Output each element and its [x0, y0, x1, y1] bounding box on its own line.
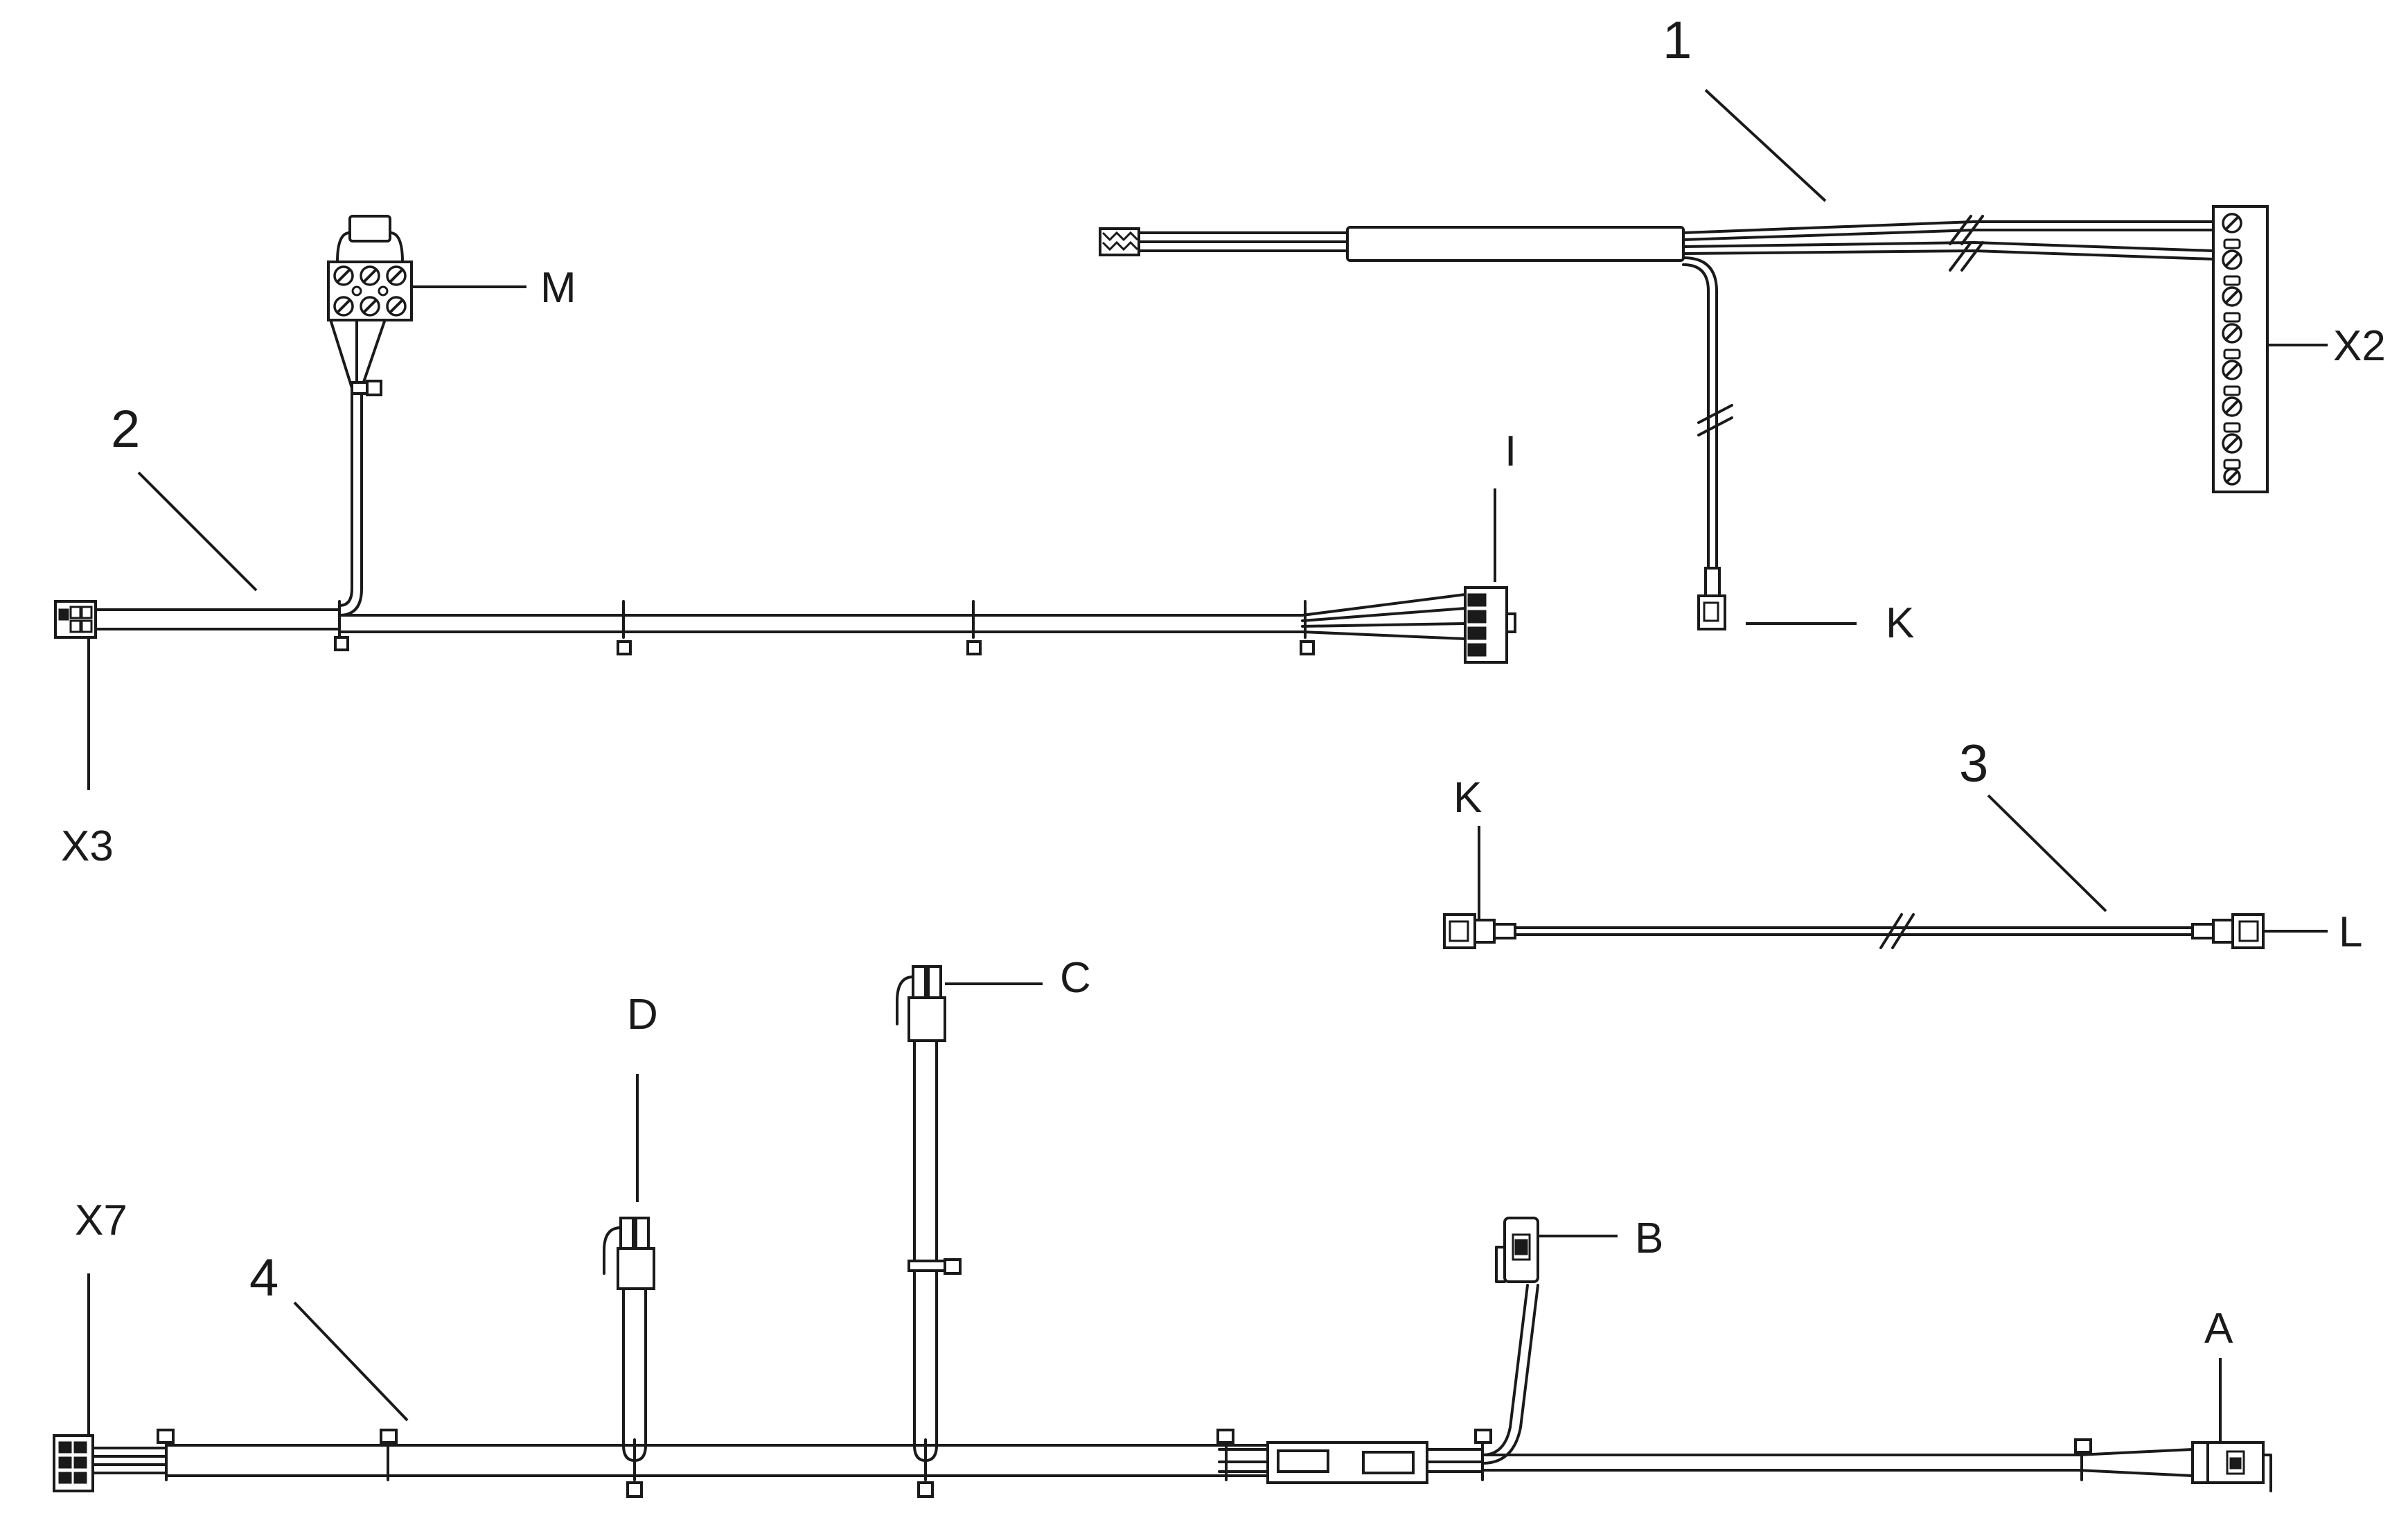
- leader-harness-4: [293, 1301, 409, 1422]
- label-c: C: [1060, 954, 1091, 1002]
- harness-1-wire-ends: [1099, 227, 1140, 256]
- label-x3: X3: [61, 822, 114, 870]
- m-connector-latch: [348, 215, 391, 242]
- label-m: M: [540, 264, 576, 312]
- label-x2: X2: [2333, 322, 2386, 370]
- d-connector: [617, 1247, 655, 1290]
- leader-harness-3: [1987, 794, 2107, 912]
- harness-4-cable-ties: [157, 1429, 2092, 1498]
- label-l: L: [2339, 908, 2362, 956]
- label-d: D: [627, 991, 658, 1039]
- terminal-strip-screws: [2222, 213, 2242, 486]
- label-b: B: [1635, 1215, 1663, 1262]
- harness-2-cable-ties: [334, 600, 1315, 655]
- harness-1-sleeve: [1346, 226, 1685, 262]
- harness-1-k-plug-neck: [1704, 567, 1721, 597]
- label-k-mid: K: [1453, 774, 1482, 822]
- harness-1: [1099, 89, 2328, 630]
- harness-4: [53, 965, 2272, 1498]
- harness-2: [54, 215, 1516, 790]
- label-a: A: [2204, 1305, 2233, 1352]
- leader-harness-1: [1704, 89, 1827, 202]
- harness-1-k-connector: [1697, 594, 1726, 630]
- label-harness-4: 4: [249, 1248, 278, 1307]
- label-harness-3: 3: [1959, 734, 1988, 793]
- c-connector: [908, 996, 946, 1042]
- label-harness-1: 1: [1663, 11, 1692, 70]
- label-i: I: [1505, 427, 1516, 475]
- harness-3: [1443, 794, 2328, 949]
- label-k-top: K: [1886, 599, 1914, 647]
- leader-harness-2: [137, 471, 258, 592]
- label-x7: X7: [75, 1197, 127, 1244]
- label-harness-2: 2: [111, 400, 140, 459]
